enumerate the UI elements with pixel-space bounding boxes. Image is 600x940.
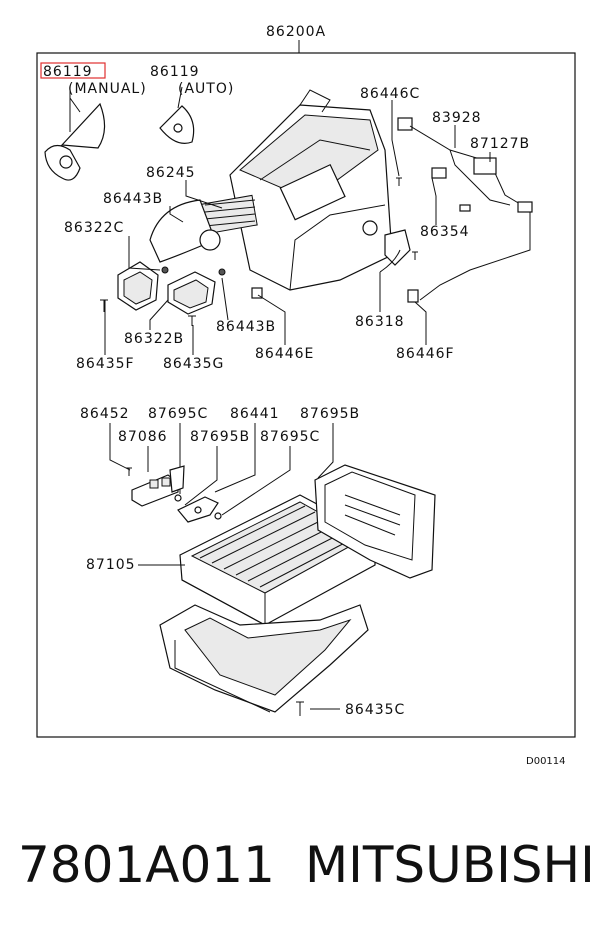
callout-86245: 86245 (146, 165, 196, 181)
resistor-87086 (131, 474, 179, 507)
callout-87695b-a: 87695B (300, 406, 360, 422)
heater-unit-housing (197, 89, 393, 291)
callout-86446f: 86446F (396, 346, 455, 362)
callout-87695b-b: 87695B (190, 429, 250, 445)
blower-case (314, 464, 436, 579)
duct-86245 (149, 199, 216, 263)
callout-86446c: 86446C (360, 86, 420, 102)
callout-87695c-b: 87695C (260, 429, 320, 445)
callout-86441: 86441 (230, 406, 280, 422)
callout-86443b-top: 86443B (103, 191, 163, 207)
manual-lever (44, 102, 106, 181)
callout-86435f: 86435F (76, 356, 135, 372)
footer: 7801A011 MITSUBISHI (0, 830, 600, 910)
lower-case (159, 604, 369, 713)
callout-86435c: 86435C (345, 702, 405, 718)
callout-86119-manual: 86119 (43, 64, 93, 80)
clip-86441 (177, 496, 219, 523)
wiring-harness (397, 117, 533, 303)
callout-86119-auto: 86119 (150, 64, 200, 80)
actuator-86322b (167, 271, 216, 315)
manual-note: (MANUAL) (68, 81, 147, 97)
callout-86354: 86354 (420, 224, 470, 240)
highlight-box (40, 62, 106, 79)
part-number: 7801A011 (18, 836, 275, 894)
callout-83928: 83928 (432, 110, 482, 126)
gasket-87695c (169, 465, 185, 493)
callout-86322b: 86322B (124, 331, 184, 347)
assembly-label: 86200A (266, 24, 326, 40)
brand-name: MITSUBISHI (305, 836, 595, 894)
callout-86318: 86318 (355, 314, 405, 330)
callout-86435g: 86435G (163, 356, 224, 372)
diagram-code: D00114 (526, 756, 566, 767)
sensor-86318 (384, 229, 411, 266)
callout-86443b-mid: 86443B (216, 319, 276, 335)
parts-diagram: 86200A 86119 (MANUAL) 86119 (AUTO) (36, 24, 576, 767)
actuator-86322c (117, 261, 159, 311)
callout-86446e: 86446E (255, 346, 314, 362)
callout-87695c-a: 87695C (148, 406, 208, 422)
callout-86322c: 86322C (64, 220, 124, 236)
auto-lever (159, 105, 195, 144)
callout-86452: 86452 (80, 406, 130, 422)
callout-87086: 87086 (118, 429, 168, 445)
diagram-frame (36, 52, 576, 738)
callout-87105: 87105 (86, 557, 136, 573)
callout-87127b: 87127B (470, 136, 530, 152)
auto-note: (AUTO) (178, 81, 234, 97)
